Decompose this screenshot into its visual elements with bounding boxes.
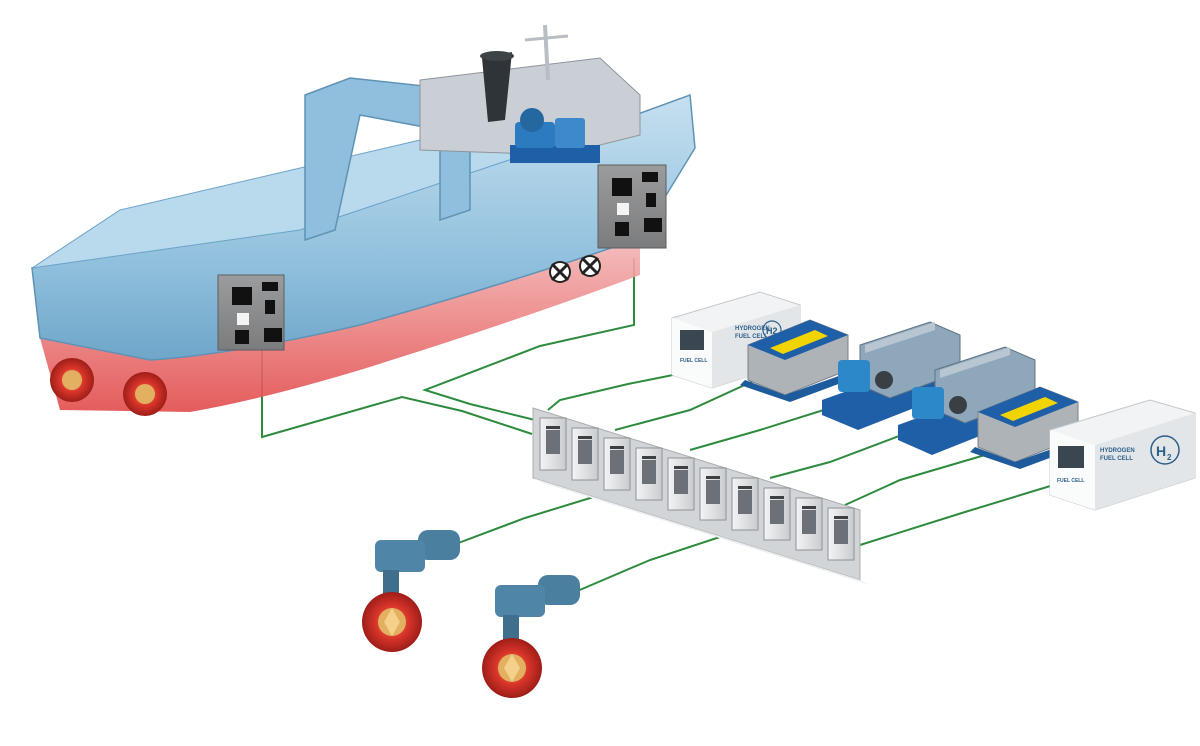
h2-symbol-icon: [1150, 435, 1180, 465]
generator-icon: [510, 108, 600, 163]
switchboard-cabinet: [795, 497, 823, 551]
cable-thruster-left: [444, 494, 601, 549]
switchboard-cabinet: [731, 477, 759, 531]
switchboard-cabinet: [603, 437, 631, 491]
funnel-top: [480, 51, 514, 61]
h2-symbol: H2: [766, 326, 778, 336]
mast-yard: [524, 34, 569, 42]
h2-symbol-sub: 2: [1167, 453, 1172, 462]
control-panel-icon: [217, 274, 285, 351]
stern-propeller-right: [123, 372, 167, 416]
switchboard-cabinets: [539, 417, 855, 561]
switchboard-cabinet: [699, 467, 727, 521]
cable-fuelcell-right: [859, 479, 1071, 546]
thruster-tunnel-icons: [549, 255, 601, 283]
fuel-cell-side-label-1: HYDROGEN: [735, 326, 770, 332]
cable-thruster-right: [574, 531, 736, 593]
cable-panel-right-to-switchboard: [421, 258, 635, 421]
control-panel-icon: [597, 164, 667, 249]
fuel-cell-label: FUEL CELL: [1057, 478, 1084, 484]
fuel-cell-side-label-2: FUEL CELL: [735, 334, 768, 340]
mast: [543, 24, 550, 81]
funnel: [482, 52, 512, 122]
switchboard-cabinet: [571, 427, 599, 481]
power-cables: [261, 258, 1071, 593]
cable-panel-left-to-switchboard: [261, 340, 533, 439]
fuel-cell-side-label-1: HYDROGEN: [1100, 448, 1135, 454]
fuel-cell-side-label-2: FUEL CELL: [1100, 456, 1133, 462]
cable-engine-left: [689, 407, 831, 451]
h2-symbol-main: H: [1156, 443, 1166, 459]
stern-propeller-left: [50, 358, 94, 402]
switchboard-cabinet: [539, 417, 567, 471]
hydrogen-fuel-cell-icon: FUEL CELL HYDROGEN FUEL CELL H 2: [1049, 399, 1196, 511]
switchboard-cabinet: [827, 507, 855, 561]
cable-battery-right: [844, 454, 986, 506]
cable-battery-left: [614, 377, 761, 431]
switchboard-cabinet: [635, 447, 663, 501]
switchboard-cabinet: [763, 487, 791, 541]
fuel-cell-label: FUEL CELL: [680, 358, 707, 364]
cable-fuelcell-left: [547, 371, 689, 411]
cable-engine-right: [769, 429, 916, 479]
azimuth-thruster-icon: [362, 530, 460, 652]
ship-icon: [31, 24, 696, 416]
switchboard-cabinet: [667, 457, 695, 511]
azimuth-thruster-icon: [482, 575, 580, 698]
